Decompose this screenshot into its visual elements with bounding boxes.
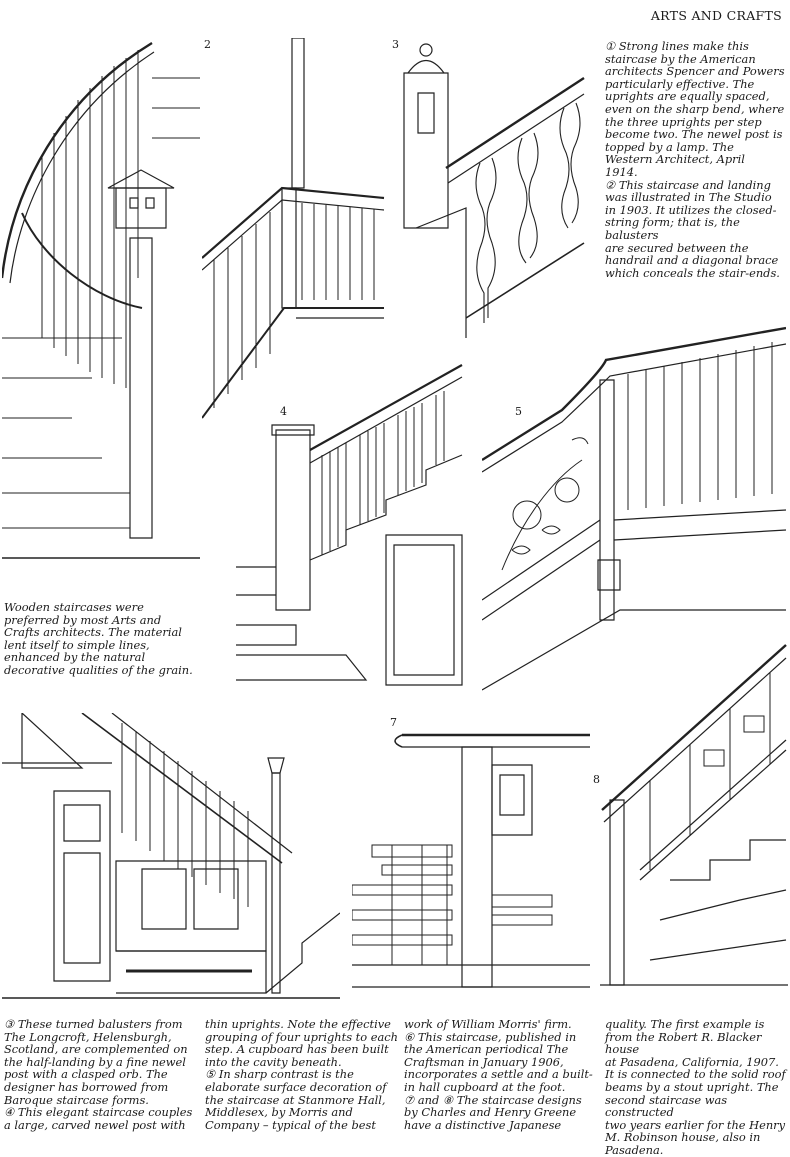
caption-column-4: quality. The first example is from the R…	[605, 1017, 786, 1157]
plate-number-7: 7	[390, 716, 397, 729]
caption-wooden-staircases: Wooden staircases were preferred by most…	[4, 600, 193, 677]
caption-column-3: work of William Morris' firm. ⑥ This sta…	[404, 1017, 593, 1132]
staircase-illustration-8	[600, 640, 788, 990]
plate-number-2: 2	[204, 38, 211, 51]
caption-column-2: thin uprights. Note the effective groupi…	[205, 1017, 398, 1132]
staircase-illustration-4	[236, 355, 464, 695]
staircase-illustration-6	[2, 713, 340, 1001]
plate-number-8: 8	[593, 773, 600, 786]
caption-column-1: ③ These turned balusters from The Longcr…	[4, 1017, 193, 1132]
staircase-illustration-1	[2, 38, 200, 563]
plate-number-4: 4	[280, 405, 287, 418]
plate-number-5: 5	[515, 405, 522, 418]
staircase-illustration-2	[202, 38, 388, 433]
staircase-illustration-3	[396, 38, 586, 338]
caption-plates-1-2: ① Strong lines make this staircase by th…	[605, 39, 785, 280]
plate-number-3: 3	[392, 38, 399, 51]
staircase-illustration-7	[352, 725, 590, 990]
staircase-illustration-5	[482, 320, 786, 692]
page-header: ARTS AND CRAFTS	[650, 8, 782, 23]
